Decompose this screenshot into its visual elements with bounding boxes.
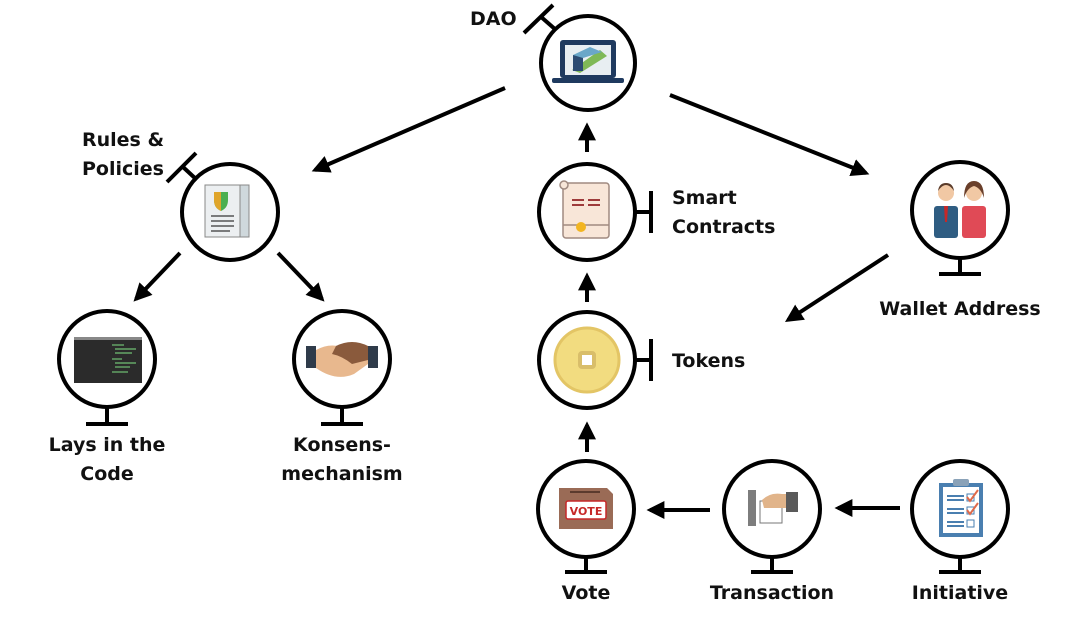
edge-rules-to-konsens <box>276 251 325 302</box>
label-code-line2: Code <box>80 463 134 485</box>
label-konsens-line1: Konsens- <box>293 434 391 456</box>
coin-icon <box>553 326 621 394</box>
hand-card-icon <box>748 490 798 526</box>
node-wallet <box>910 160 1010 276</box>
people-icon <box>934 181 986 238</box>
edge-dao-to-rules <box>311 86 506 173</box>
handshake-icon <box>306 342 378 377</box>
label-dao: DAO <box>470 8 517 30</box>
edge-wallet-to-tokens <box>784 253 890 322</box>
label-rules-line2: Policies <box>82 158 164 180</box>
clipboard-checklist-icon <box>939 479 983 537</box>
label-vote: Vote <box>561 582 611 604</box>
edge-rules-to-code <box>133 251 182 302</box>
label-tokens: Tokens <box>672 350 746 372</box>
code-editor-icon <box>74 337 142 383</box>
contract-scroll-icon <box>559 180 610 239</box>
edge-dao-to-wallet <box>669 93 870 177</box>
policy-document-icon <box>204 184 250 238</box>
ballot-vote-text: VOTE <box>570 505 603 518</box>
label-wallet: Wallet Address <box>879 298 1041 320</box>
label-transaction: Transaction <box>709 582 835 604</box>
ballot-box-icon: VOTE <box>559 488 613 529</box>
label-konsens-line2: mechanism <box>281 463 403 485</box>
laptop-icon <box>552 40 624 83</box>
label-code-line1: Lays in the <box>48 434 166 456</box>
label-rules-line1: Rules & <box>82 129 165 151</box>
label-smart-line1: Smart <box>672 187 737 209</box>
label-smart-line2: Contracts <box>672 216 776 238</box>
label-initiative: Initiative <box>911 582 1009 604</box>
